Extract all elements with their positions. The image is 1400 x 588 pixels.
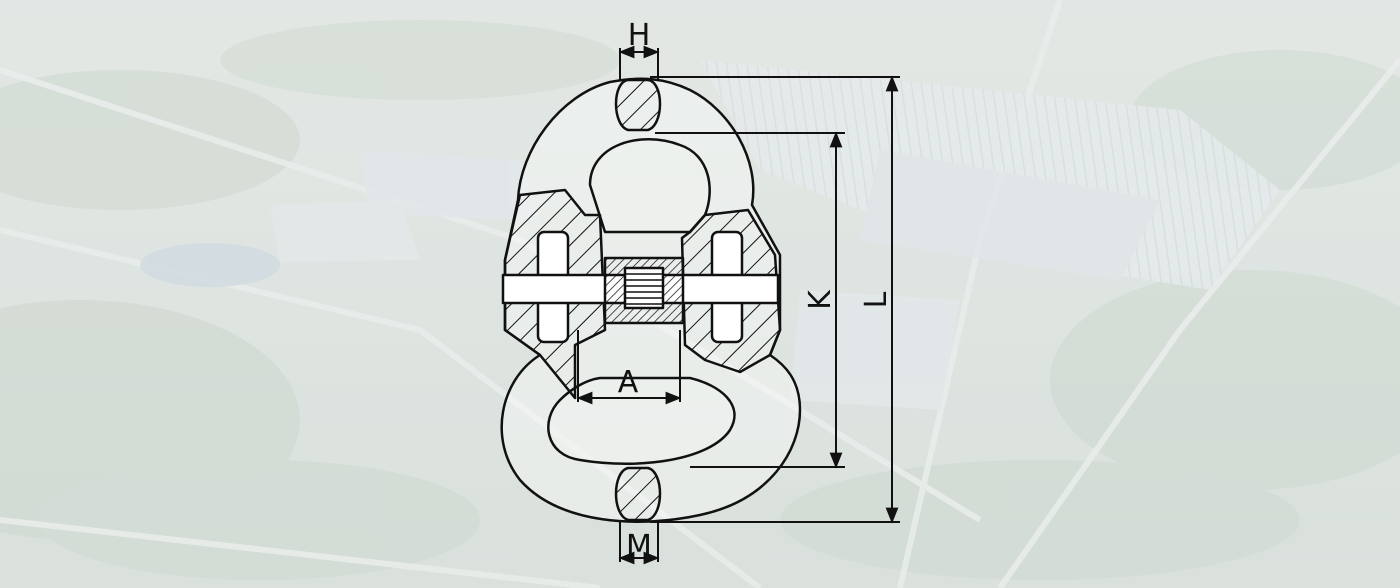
dim-label-k: K bbox=[803, 289, 838, 310]
dim-label-h: H bbox=[628, 18, 651, 53]
top-pin-section bbox=[614, 78, 662, 132]
dim-label-a: A bbox=[618, 365, 639, 400]
dim-label-l: L bbox=[859, 291, 894, 308]
bottom-pin-section bbox=[614, 466, 662, 522]
upper-bow-inner bbox=[588, 138, 711, 234]
dim-label-m: M bbox=[626, 529, 652, 564]
